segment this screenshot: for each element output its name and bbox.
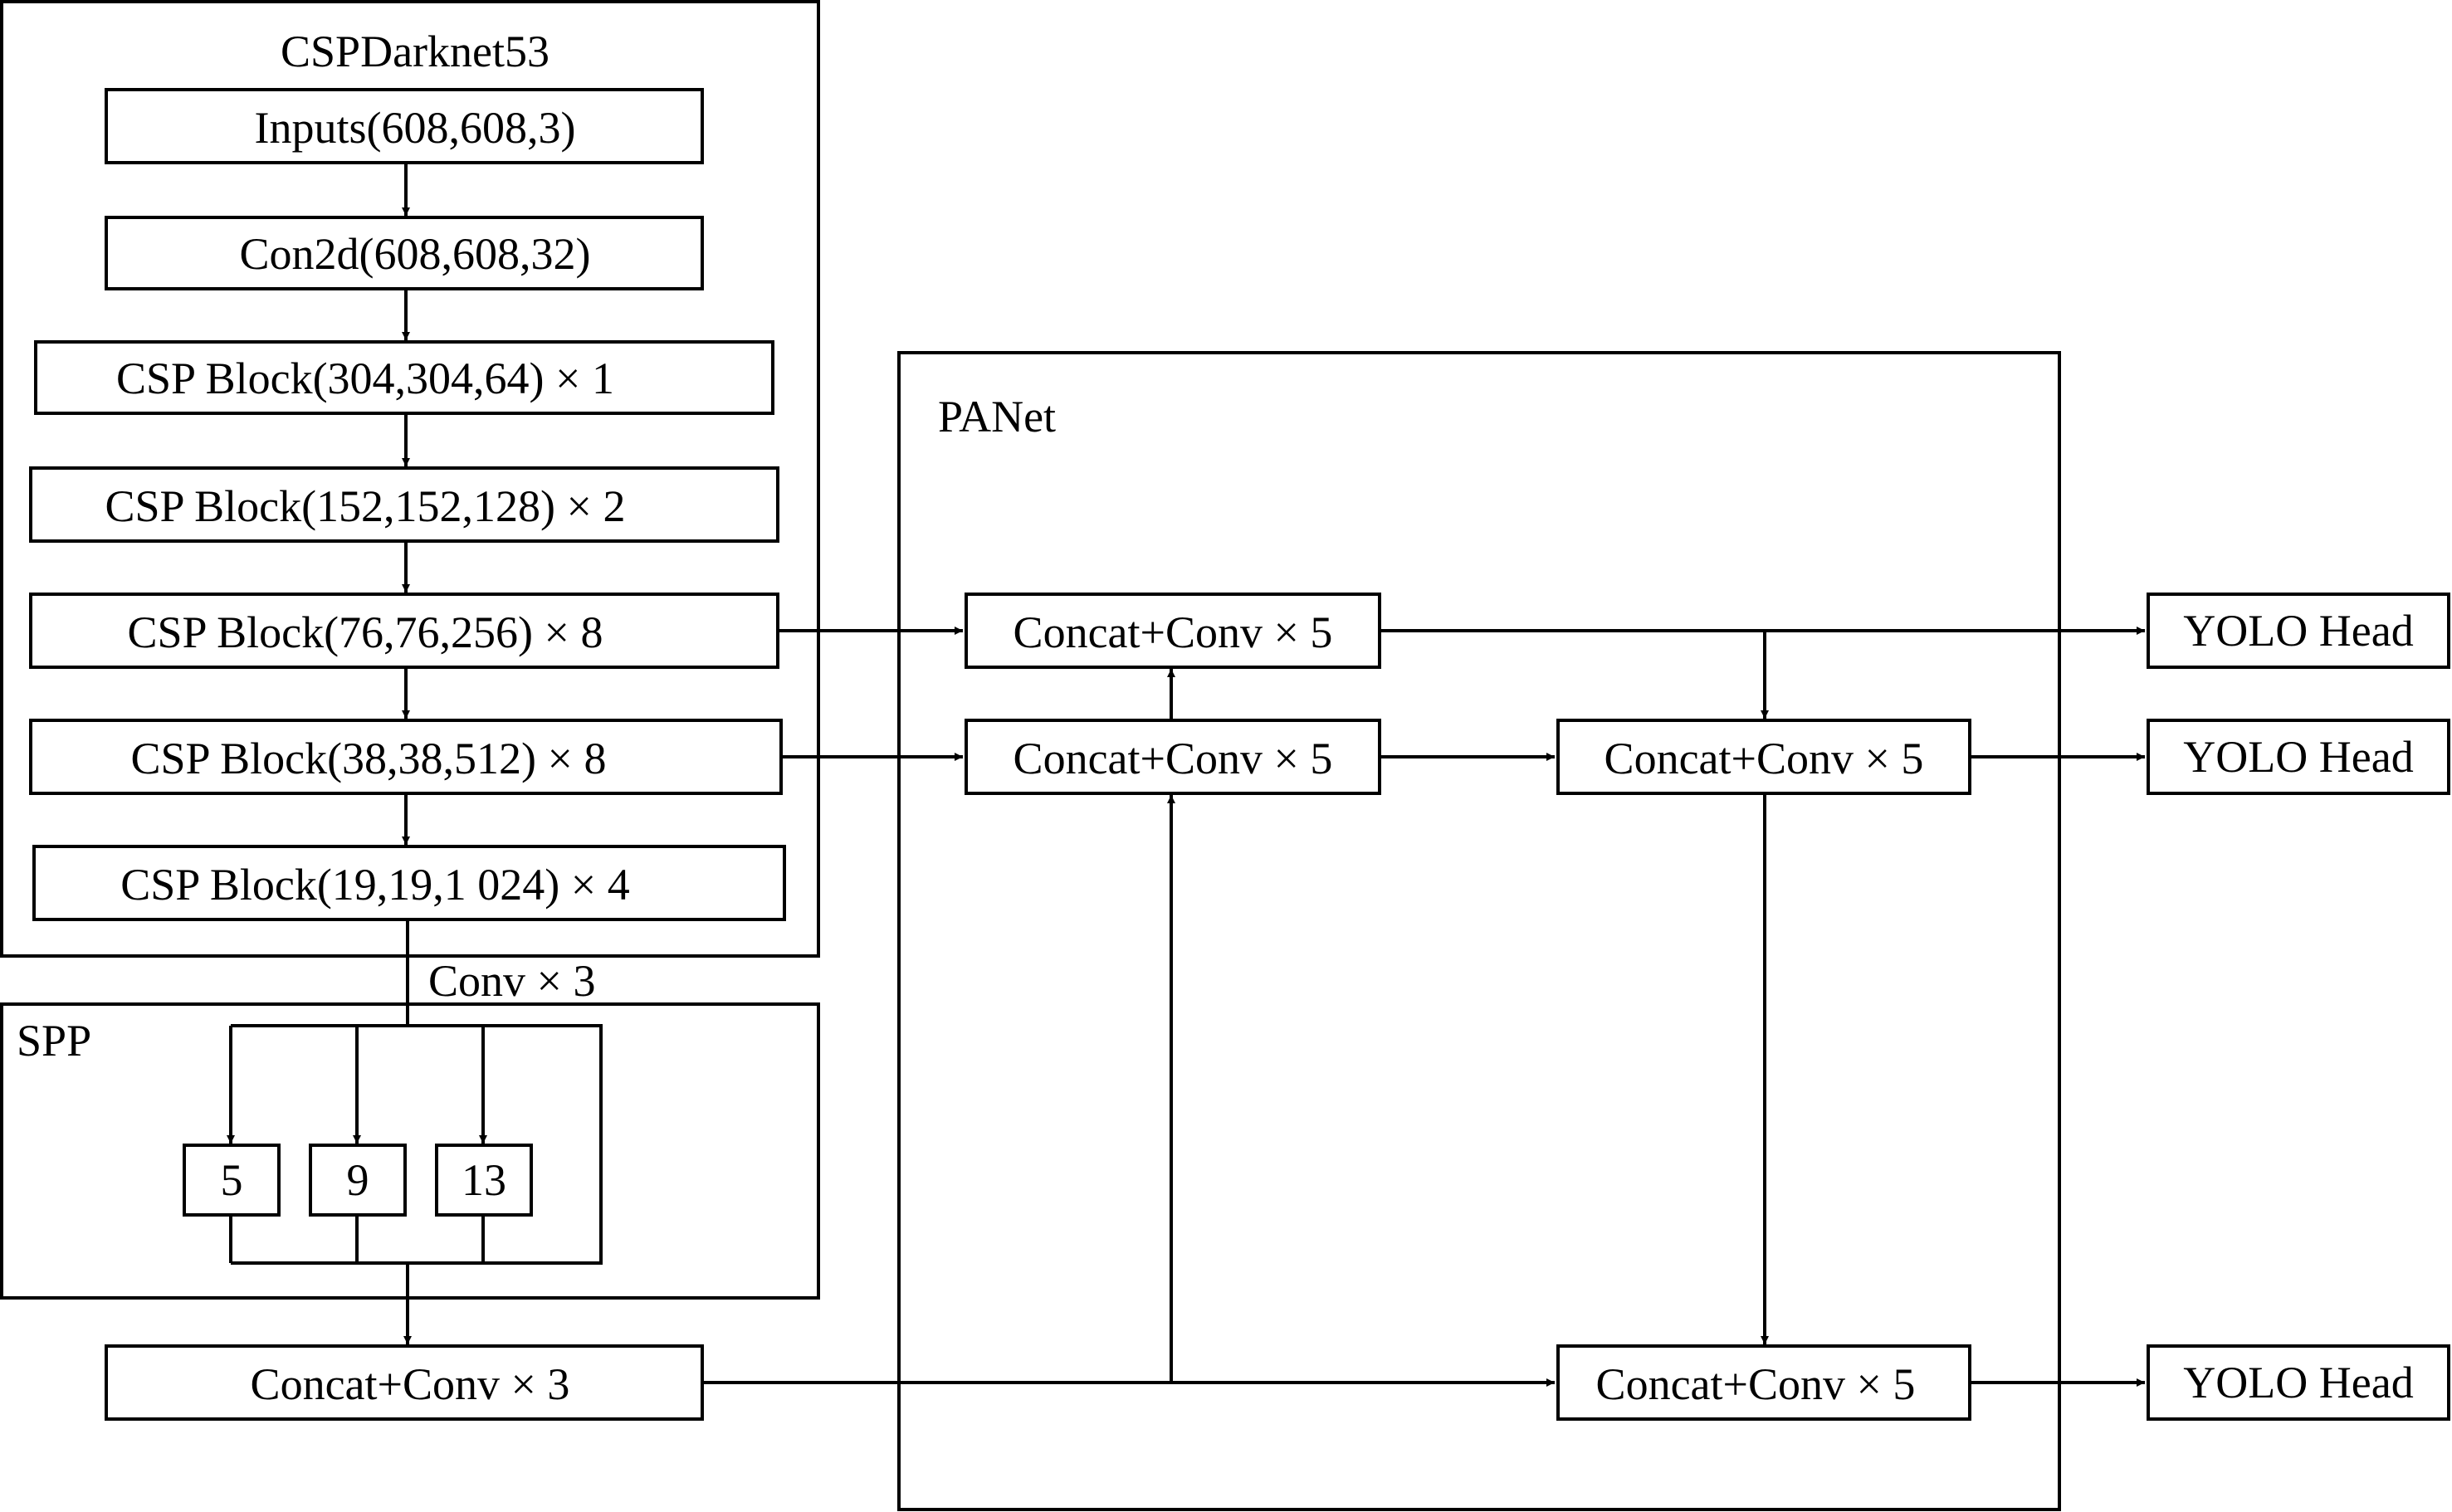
spp-concat-label: Concat+Conv × 3: [251, 1359, 570, 1409]
panet-concat-bottom-box: [1556, 1344, 1971, 1421]
panet-concat-mid-left-box: [965, 719, 1381, 795]
csp-block-3-label: CSP Block(76,76,256) × 8: [128, 607, 603, 657]
yolo-head-3-box: [2147, 1344, 2450, 1421]
panet-concat-mid-right-label: Concat+Conv × 5: [1605, 734, 1924, 783]
inputs-box: [105, 88, 704, 164]
panet-concat-mid-left-label: Concat+Conv × 5: [1014, 734, 1333, 783]
yolo-head-1-box: [2147, 593, 2450, 669]
yolo-head-2-box: [2147, 719, 2450, 795]
panet-concat-bottom-label: Concat+Conv × 5: [1596, 1359, 1916, 1409]
pool-5-label: 5: [221, 1155, 243, 1205]
pool-9-label: 9: [347, 1155, 369, 1205]
conv2d-box: [105, 216, 704, 290]
backbone-title: CSPDarknet53: [281, 27, 550, 76]
panet-title: PANet: [938, 392, 1056, 441]
pool-5-box: [183, 1144, 281, 1217]
csp-block-4-label: CSP Block(38,38,512) × 8: [131, 734, 607, 783]
csp-block-3-box: [29, 593, 779, 669]
spp-connectors: [227, 919, 603, 1344]
pool-9-box: [309, 1144, 407, 1217]
spp-title: SPP: [17, 1016, 91, 1066]
spp-conv-label: Conv × 3: [428, 956, 595, 1006]
panet-concat-top-label: Concat+Conv × 5: [1014, 607, 1333, 657]
yolo-head-3-label: YOLO Head: [2183, 1358, 2413, 1407]
csp-block-1-label: CSP Block(304,304,64) × 1: [116, 354, 614, 403]
yolo-head-2-label: YOLO Head: [2183, 732, 2413, 782]
spp-frame: [0, 1002, 820, 1300]
panet-frame: [897, 351, 2061, 1511]
conv2d-label: Con2d(608,608,32): [240, 229, 591, 279]
inputs-label: Inputs(608,608,3): [255, 103, 576, 153]
csp-block-2-label: CSP Block(152,152,128) × 2: [105, 481, 626, 531]
csp-block-5-label: CSP Block(19,19,1 024) × 4: [120, 860, 630, 910]
panet-connectors: [702, 627, 2145, 1387]
csp-block-2-box: [29, 466, 779, 543]
csp-block-1-box: [34, 340, 774, 415]
panet-concat-top-box: [965, 593, 1381, 669]
backbone-frame: [0, 0, 820, 958]
pool-13-box: [435, 1144, 533, 1217]
yolo-head-1-label: YOLO Head: [2183, 606, 2413, 656]
panet-concat-mid-right-box: [1556, 719, 1971, 795]
pool-13-label: 13: [462, 1155, 506, 1205]
csp-block-5-box: [32, 845, 786, 921]
